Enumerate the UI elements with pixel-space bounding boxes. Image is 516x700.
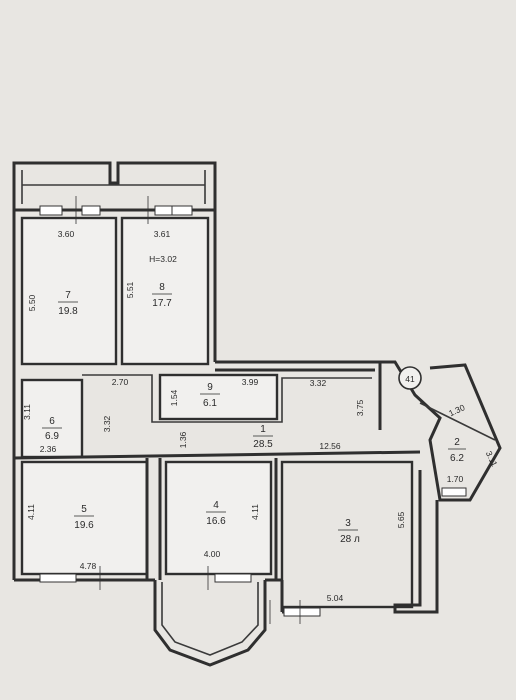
dim-r3-width: 5.04: [327, 593, 344, 603]
room-3: [280, 460, 414, 609]
dim-r9-height: 1.54: [169, 389, 179, 406]
dim-r6-height: 3.11: [22, 404, 32, 420]
room-labels: 7 19.8 8 17.7 H=3.02 9 6.1 6 6.9 1 28.5 …: [42, 254, 466, 545]
room-5-number: 5: [81, 504, 87, 515]
dim-r3-height: 5.65: [396, 511, 406, 528]
room-3-number: 3: [345, 518, 351, 529]
dim-r8-height: 5.51: [125, 281, 135, 298]
dim-r6-width: 2.36: [40, 444, 57, 454]
dim-r2-width: 1.70: [447, 474, 464, 484]
dim-corridor: 1.36: [178, 431, 188, 448]
dim-hall-height: 3.32: [102, 415, 112, 432]
windows: [39, 196, 467, 624]
room-2-number: 2: [454, 437, 460, 448]
room-5-area: 19.6: [74, 520, 94, 531]
room-4-area: 16.6: [206, 516, 226, 527]
room-6-number: 6: [49, 416, 55, 427]
room-7: [20, 216, 118, 366]
room-9-area: 6.1: [203, 398, 217, 409]
dim-r5-width: 4.78: [80, 561, 97, 571]
dim-hall-right: 3.32: [310, 378, 327, 388]
dim-r7-width: 3.60: [58, 229, 75, 239]
room-9-number: 9: [207, 382, 213, 393]
room-1-area: 28.5: [253, 439, 273, 450]
room-8-number: 8: [159, 282, 165, 293]
ceiling-height: H=3.02: [149, 254, 177, 264]
dim-r5-height: 4.11: [26, 504, 36, 520]
dim-r4-width: 4.00: [204, 549, 221, 559]
dim-r8-width: 3.61: [154, 229, 171, 239]
room-3-area: 28 л: [340, 534, 360, 545]
room-4-number: 4: [213, 500, 219, 511]
room-9: [158, 373, 279, 421]
dim-hall-length: 12.56: [319, 441, 341, 451]
room-8-area: 17.7: [152, 298, 172, 309]
room-7-area: 19.8: [58, 306, 78, 317]
room-4: [164, 460, 273, 576]
axis-marker-label: 41: [405, 374, 415, 384]
dim-r7-height: 5.50: [27, 294, 37, 311]
room-6-area: 6.9: [45, 431, 59, 442]
room-8: [120, 216, 210, 366]
room-2-area: 6.2: [450, 453, 464, 464]
room-1-number: 1: [260, 424, 266, 435]
dim-r9-width: 3.99: [242, 377, 259, 387]
dim-r4-height: 4.11: [250, 504, 260, 520]
dim-hall-side: 3.75: [355, 399, 365, 416]
axis-marker: [398, 366, 422, 390]
rooms: [13, 216, 421, 609]
room-7-number: 7: [65, 290, 71, 301]
room-5: [20, 460, 149, 576]
room-1: [82, 374, 372, 423]
dim-hall-width: 2.70: [112, 377, 129, 387]
